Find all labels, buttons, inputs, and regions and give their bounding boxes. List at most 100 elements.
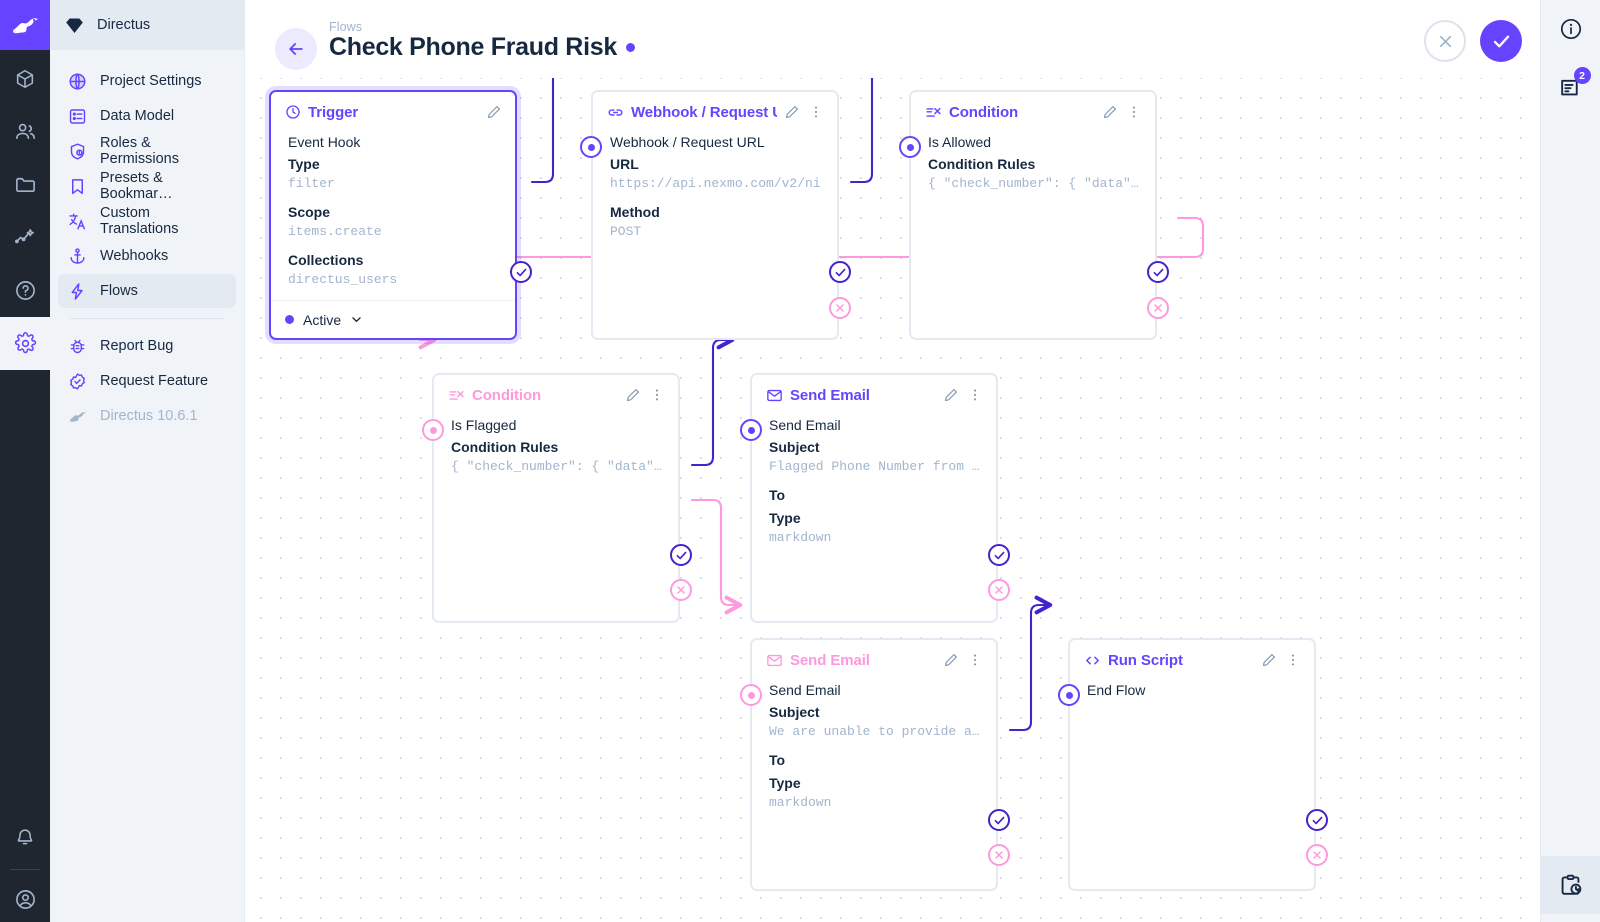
field-name: Webhook / Request URL: [610, 134, 765, 150]
more-options-icon[interactable]: [1126, 104, 1142, 120]
sidebar-item-label: Report Bug: [100, 338, 174, 354]
node-send-email-flagged[interactable]: Send Email Send Email Subject Flagged Ph…: [750, 373, 998, 623]
port-resolve-send-email-unable[interactable]: [988, 809, 1010, 831]
back-button[interactable]: [275, 28, 317, 70]
rail-item-account[interactable]: [0, 876, 50, 922]
rail-item-notifications[interactable]: [0, 810, 50, 863]
field-label: Method: [610, 204, 660, 221]
sidebar-item-data-model[interactable]: Data Model: [58, 99, 236, 133]
logs-badge: 2: [1573, 67, 1591, 84]
port-resolve-condition-is-flagged[interactable]: [670, 544, 692, 566]
more-options-icon[interactable]: [1285, 652, 1301, 668]
list-alt-icon: [68, 107, 87, 126]
field-value: items.create: [288, 224, 382, 240]
port-input-send-email-flagged[interactable]: [740, 419, 762, 441]
directus-rabbit-icon: [68, 407, 87, 426]
node-webhook[interactable]: Webhook / Request U Webhook / Request UR…: [591, 90, 839, 340]
breadcrumb[interactable]: Flows: [329, 20, 363, 34]
field-value: { "check_number": { "data"…: [928, 176, 1139, 192]
sidebar-item-label: Request Feature: [100, 373, 209, 389]
bookmark-icon: [68, 177, 87, 196]
save-button[interactable]: [1480, 20, 1522, 62]
more-options-icon[interactable]: [967, 387, 983, 403]
rail-item-user-directory[interactable]: [0, 105, 50, 158]
condition-icon: [448, 387, 465, 404]
edit-pencil-icon[interactable]: [943, 652, 959, 668]
trigger-status-dropdown[interactable]: Active: [271, 300, 515, 338]
field-name: End Flow: [1087, 682, 1146, 698]
node-body: Is Flagged Condition Rules { "check_numb…: [434, 415, 678, 491]
more-options-icon[interactable]: [967, 652, 983, 668]
more-options-icon[interactable]: [649, 387, 665, 403]
status-label: Active: [303, 311, 342, 328]
edit-pencil-icon[interactable]: [1102, 104, 1118, 120]
port-reject-send-email-flagged[interactable]: [988, 579, 1010, 601]
field-label: Type: [769, 775, 801, 792]
port-resolve-send-email-flagged[interactable]: [988, 544, 1010, 566]
sidebar-item-webhooks[interactable]: Webhooks: [58, 239, 236, 273]
port-input-run-script[interactable]: [1058, 684, 1080, 706]
node-condition-is-allowed[interactable]: Condition Is Allowed Condition Rules { "…: [909, 90, 1157, 340]
sidebar-item-presets-bookmarks[interactable]: Presets & Bookmar…: [58, 169, 236, 203]
node-header: Trigger: [271, 92, 515, 132]
mail-icon: [766, 387, 783, 404]
rail-item-settings[interactable]: [0, 317, 50, 370]
sidebar-item-version: Directus 10.6.1: [58, 399, 236, 433]
sidebar-item-report-bug[interactable]: Report Bug: [58, 329, 236, 363]
directus-rabbit-logo[interactable]: [0, 0, 50, 50]
flow-history-button[interactable]: [1540, 856, 1600, 914]
info-sidebar-button[interactable]: [1541, 0, 1600, 58]
field-name: Send Email: [769, 417, 841, 433]
port-resolve-trigger[interactable]: [510, 261, 532, 283]
sidebar-item-roles-permissions[interactable]: Roles & Permissions: [58, 134, 236, 168]
sidebar-item-label: Directus 10.6.1: [100, 408, 198, 424]
node-run-script[interactable]: Run Script End Flow: [1068, 638, 1316, 891]
port-input-webhook[interactable]: [580, 136, 602, 158]
gem-icon: [64, 15, 85, 36]
port-resolve-webhook[interactable]: [829, 261, 851, 283]
node-send-email-unable[interactable]: Send Email Send Email Subject We are una…: [750, 638, 998, 891]
edit-pencil-icon[interactable]: [784, 104, 800, 120]
sidebar-item-label: Flows: [100, 283, 138, 299]
port-resolve-condition-is-allowed[interactable]: [1147, 261, 1169, 283]
field-value: https://api.nexmo.com/v2/ni: [610, 176, 821, 192]
node-trigger[interactable]: Trigger Event Hook Type filter Scope ite…: [265, 86, 521, 344]
port-input-condition-is-allowed[interactable]: [899, 136, 921, 158]
trigger-bolt-circle-icon: [285, 104, 301, 120]
field-name: Event Hook: [288, 134, 361, 150]
cancel-button[interactable]: [1424, 20, 1466, 62]
port-reject-condition-is-allowed[interactable]: [1147, 297, 1169, 319]
sidebar-item-request-feature[interactable]: Request Feature: [58, 364, 236, 398]
port-reject-webhook[interactable]: [829, 297, 851, 319]
flow-canvas[interactable]: Trigger Event Hook Type filter Scope ite…: [245, 0, 1600, 922]
sidebar-project-header[interactable]: Directus: [50, 0, 244, 50]
field-name: Is Flagged: [451, 417, 517, 433]
port-reject-condition-is-flagged[interactable]: [670, 579, 692, 601]
node-title: Send Email: [790, 386, 870, 404]
bug-report-icon: [68, 337, 87, 356]
rail-item-documentation[interactable]: [0, 264, 50, 317]
more-options-icon[interactable]: [808, 104, 824, 120]
rail-item-content[interactable]: [0, 52, 50, 105]
rail-item-insights[interactable]: [0, 211, 50, 264]
node-condition-is-flagged[interactable]: Condition Is Flagged Condition Rules { "…: [432, 373, 680, 623]
sidebar-item-flows[interactable]: Flows: [58, 274, 236, 308]
port-input-send-email-unable[interactable]: [740, 684, 762, 706]
edit-pencil-icon[interactable]: [625, 387, 641, 403]
field-label: Type: [769, 510, 801, 527]
port-reject-send-email-unable[interactable]: [988, 844, 1010, 866]
sidebar-item-project-settings[interactable]: Project Settings: [58, 64, 236, 98]
edit-pencil-icon[interactable]: [1261, 652, 1277, 668]
edit-pencil-icon[interactable]: [486, 104, 502, 120]
port-resolve-run-script[interactable]: [1306, 809, 1328, 831]
port-reject-run-script[interactable]: [1306, 844, 1328, 866]
field-label: Collections: [288, 251, 364, 268]
flow-logs-button[interactable]: 2: [1541, 58, 1600, 116]
sidebar-item-custom-translations[interactable]: Custom Translations: [58, 204, 236, 238]
port-input-condition-is-flagged[interactable]: [422, 419, 444, 441]
rail-item-file-library[interactable]: [0, 158, 50, 211]
right-drawer-rail: 2: [1540, 0, 1600, 922]
field-label: Subject: [769, 439, 820, 456]
edit-pencil-icon[interactable]: [943, 387, 959, 403]
